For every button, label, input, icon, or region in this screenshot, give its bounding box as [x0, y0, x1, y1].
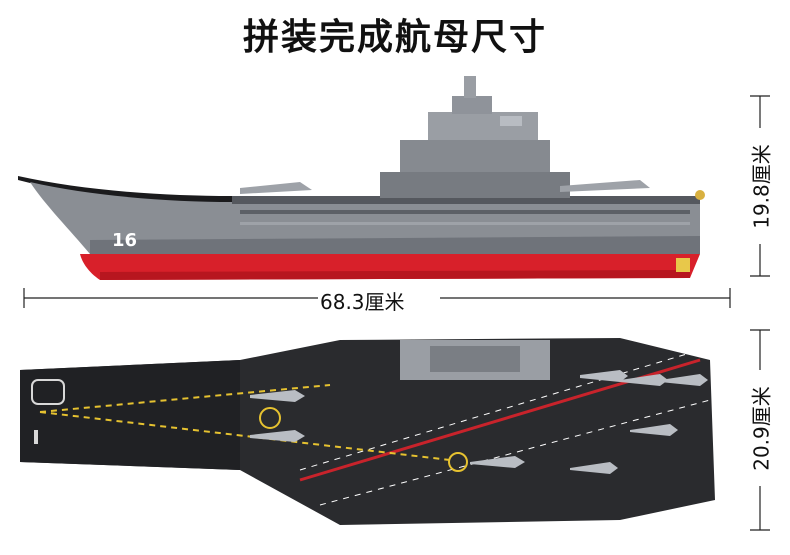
length-dimension-label: 68.3厘米 — [320, 290, 405, 314]
carrier-side-view: 16 — [18, 76, 705, 280]
width-dimension-label: 20.9厘米 — [749, 386, 774, 471]
dimension-lines — [23, 95, 772, 531]
height-dimension-label: 19.8厘米 — [749, 144, 774, 229]
carrier-top-view — [20, 338, 715, 525]
hull-number: 16 — [112, 230, 137, 251]
page-title: 拼装完成航母尺寸 — [242, 17, 547, 58]
